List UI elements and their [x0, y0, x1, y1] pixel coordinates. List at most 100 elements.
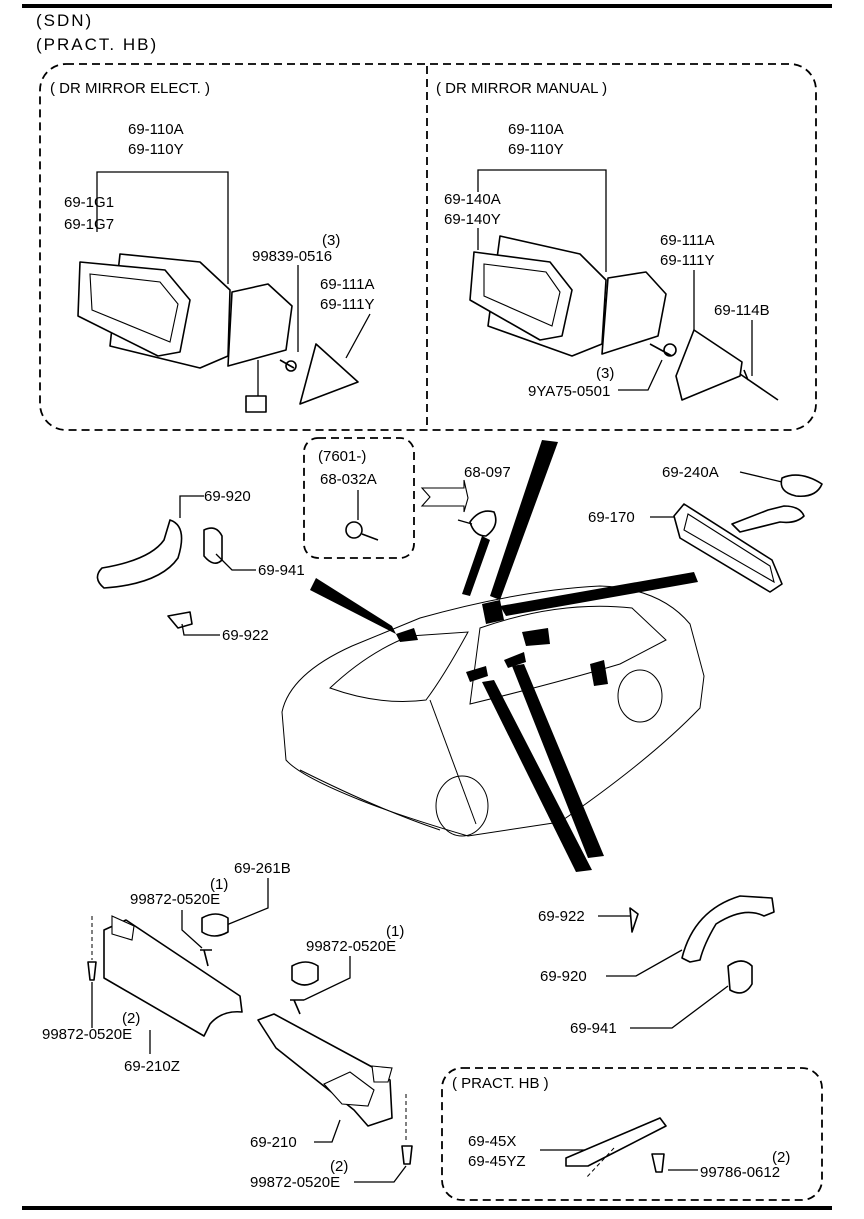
label-h-922: 69-922	[222, 627, 269, 644]
elect-title: ( DR MIRROR ELECT. )	[50, 80, 210, 97]
manual-knob-rod	[739, 369, 779, 401]
header-line1: (SDN)	[36, 11, 93, 30]
elect-mirror-base	[227, 283, 293, 367]
part-69-922-left	[167, 611, 193, 629]
label-p-45yz: 69-45YZ	[468, 1153, 526, 1170]
label-e-1g7: 69-1G7	[64, 216, 114, 233]
part-69-210z	[103, 919, 243, 1037]
label-e-screw-qty: (3)	[322, 232, 340, 249]
callout-wedge-visor	[482, 680, 592, 872]
label-m-114b: 69-114B	[714, 302, 770, 319]
label-p-scr-qty: (2)	[772, 1149, 790, 1166]
top-rule	[22, 4, 832, 8]
mount-mark-6	[504, 652, 526, 668]
label-m-140a: 69-140A	[444, 191, 501, 208]
part-69-920-right	[681, 895, 775, 963]
code-title: (7601-)	[318, 448, 366, 465]
label-c-097: 68-097	[464, 464, 511, 481]
callout-wedge-rear-mirror	[500, 572, 698, 616]
pract-hb-box	[441, 1067, 823, 1201]
part-68-032a	[345, 521, 379, 541]
label-h-920: 69-920	[204, 488, 251, 505]
leader-rh-941	[630, 985, 729, 1029]
part-69-261b-b	[291, 961, 319, 986]
label-rh-922: 69-922	[538, 908, 585, 925]
label-m-bolt-qty: (3)	[596, 365, 614, 382]
screw-s1	[200, 949, 212, 967]
label-p-scr: 99786-0612	[700, 1164, 780, 1181]
part-69-920-left	[96, 519, 183, 589]
screw-s3	[87, 961, 97, 981]
leader-m-bolt	[618, 359, 663, 391]
part-68-097-pin	[457, 519, 473, 525]
manual-bolt	[649, 343, 677, 357]
part-69-210	[257, 1013, 393, 1127]
visor-hinge-right	[371, 1065, 393, 1083]
manual-mirror-group: 69-110A 69-110Y 69-140A 69-140Y 69-111A …	[444, 121, 779, 401]
leader-e-110	[96, 171, 229, 284]
screw-s4	[401, 1145, 413, 1165]
part-69-45x	[565, 1117, 667, 1167]
label-s-scr4: 99872-0520E	[250, 1174, 340, 1191]
leader-rh-920	[606, 949, 683, 977]
leader-m-110	[477, 169, 607, 272]
mount-mark-1	[396, 628, 418, 642]
label-e-110a: 69-110A	[128, 121, 184, 138]
leader-h-920	[179, 495, 204, 518]
part-69-261b-a	[201, 913, 229, 937]
mount-mark-3	[522, 628, 550, 646]
label-s-scr1: 99872-0520E	[130, 891, 220, 908]
callout-wedge-handle-left	[310, 578, 396, 634]
label-m-111y: 69-111Y	[660, 252, 715, 269]
label-e-110y: 69-110Y	[128, 141, 184, 158]
car-outline	[281, 585, 705, 837]
label-r-240a: 69-240A	[662, 464, 719, 481]
code-box	[303, 437, 415, 559]
callout-wedge-handle-right	[512, 664, 604, 858]
label-s-261b: 69-261B	[234, 860, 291, 877]
part-69-922-right	[629, 907, 639, 933]
elect-mirror-glass-inner	[89, 273, 179, 343]
callout-wedge-code	[490, 440, 558, 600]
elect-connector	[245, 395, 267, 413]
leader-s-210	[314, 1119, 341, 1143]
leader-h-922	[181, 623, 220, 636]
manual-cover	[675, 329, 743, 401]
leader-s-261b	[223, 878, 269, 927]
visor-mirror-recess	[323, 1071, 375, 1107]
part-69-170-inner	[683, 513, 775, 584]
label-h-941: 69-941	[258, 562, 305, 579]
leader-e-111	[345, 313, 371, 359]
label-s-scr4-qty: (2)	[330, 1158, 348, 1175]
label-e-screw: 99839-0516	[252, 248, 332, 265]
label-e-111y: 69-111Y	[320, 296, 375, 313]
label-s-scr1-qty: (1)	[210, 876, 228, 893]
label-s-210z: 69-210Z	[124, 1058, 180, 1075]
visor-hinge-left	[111, 915, 135, 941]
label-c-032a: 68-032A	[320, 471, 377, 488]
mount-mark-2	[482, 600, 504, 624]
label-r-170: 69-170	[588, 509, 635, 526]
label-s-210: 69-210	[250, 1134, 297, 1151]
visor-group: 69-261B (1) 99872-0520E (1) 99872-0520E …	[42, 860, 413, 1191]
label-rh-941: 69-941	[570, 1020, 617, 1037]
leader-s-scr2	[303, 956, 351, 1001]
label-m-111a: 69-111A	[660, 232, 715, 249]
screw-s2	[290, 999, 304, 1015]
label-e-1g1: 69-1G1	[64, 194, 114, 211]
manual-title: ( DR MIRROR MANUAL )	[436, 80, 607, 97]
label-rh-920: 69-920	[540, 968, 587, 985]
label-m-bolt: 9YA75-0501	[528, 383, 610, 400]
label-m-110a: 69-110A	[508, 121, 564, 138]
label-e-111a: 69-111A	[320, 276, 375, 293]
elect-mirror-group: 69-110A 69-110Y 69-1G1 69-1G7 99839-0516…	[64, 121, 375, 413]
label-p-45x: 69-45X	[468, 1133, 516, 1150]
manual-mirror-glass-inner	[483, 263, 561, 327]
callout-wedge-dome	[462, 536, 490, 596]
leader-h-941	[215, 553, 256, 571]
elect-cover	[299, 343, 359, 405]
mount-mark-5	[466, 666, 488, 682]
label-m-140y: 69-140Y	[444, 211, 501, 228]
rear-mirror-stem	[731, 505, 805, 533]
